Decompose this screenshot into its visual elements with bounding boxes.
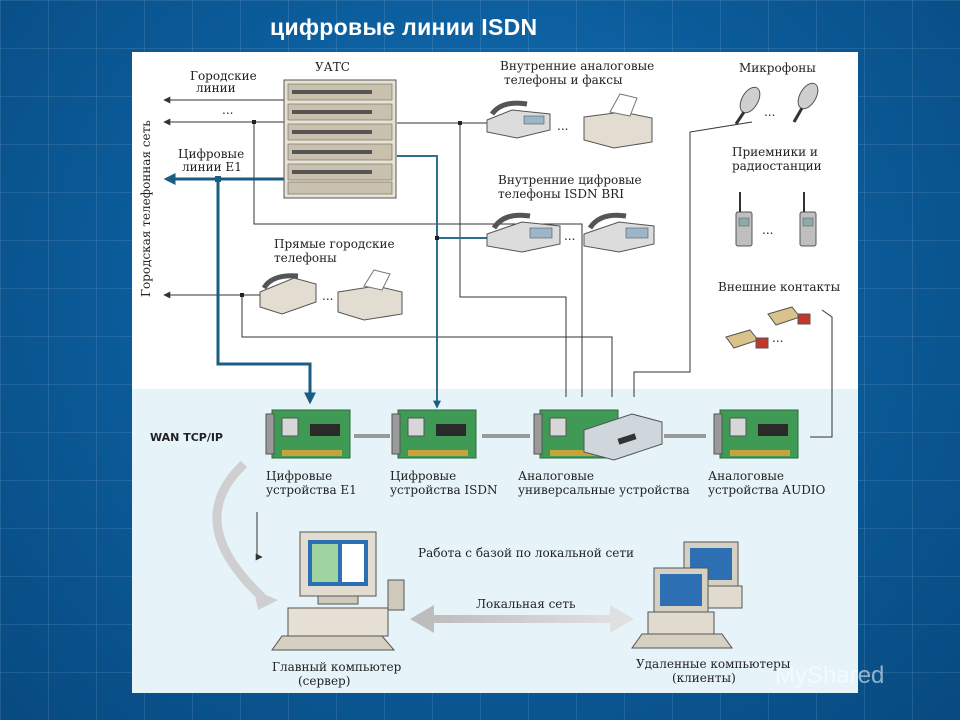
- fax-machine: [583, 93, 653, 149]
- ellipsis-city: ...: [222, 103, 233, 117]
- board-e1: [265, 409, 351, 459]
- main-computer: [271, 531, 405, 651]
- int-digital-label-1: Внутренние цифровые: [498, 173, 642, 187]
- remote-pc-label-2: (клиенты): [672, 671, 736, 685]
- direct-fax: [337, 269, 403, 321]
- wan-arrow-head: [254, 590, 278, 610]
- remote-computer-front: [631, 567, 733, 649]
- contact-icon-2: [767, 306, 811, 326]
- watermark: MyShared: [775, 662, 885, 689]
- ellipsis-isdn: ...: [564, 229, 575, 243]
- city-lines-label-1: Городские: [190, 69, 257, 83]
- ellipsis-direct: ...: [322, 289, 333, 303]
- ellipsis-analog: ...: [557, 119, 568, 133]
- direct-phone: [259, 273, 317, 315]
- microphone-icon-2: [792, 82, 819, 123]
- dev-e1-label-1: Цифровые: [266, 469, 332, 483]
- pbx-unit: [283, 79, 397, 199]
- wan-label: WAN TCP/IP: [150, 431, 223, 444]
- board-audio: [713, 409, 799, 459]
- connection-lines: [163, 96, 833, 561]
- main-pc-label-2: (сервер): [298, 674, 350, 688]
- direct-label-2: телефоны: [274, 251, 337, 265]
- receivers-label-1: Приемники и: [732, 145, 818, 159]
- digital-e1-label-2: линии Е1: [182, 160, 242, 174]
- city-lines-label-2: линии: [196, 81, 236, 95]
- board-isdn: [391, 409, 477, 459]
- ellipsis-contacts: ...: [772, 331, 783, 345]
- microphones-label: Микрофоны: [739, 61, 816, 75]
- analog-phone: [486, 100, 551, 139]
- radio-icon-2: [799, 192, 817, 247]
- ext-contacts-label: Внешние контакты: [718, 280, 841, 294]
- lan-arrow: [410, 605, 634, 633]
- analog-expansion-box: [583, 413, 663, 461]
- slide-title: цифровые линии ISDN: [270, 14, 538, 40]
- int-digital-label-2: телефоны ISDN BRI: [498, 187, 624, 201]
- digital-e1-label-1: Цифровые: [178, 147, 244, 161]
- isdn-bri-line: [433, 237, 487, 409]
- junction-dot: [215, 176, 221, 182]
- ellipsis-mic: ...: [764, 105, 775, 119]
- dev-analog-label-1: Аналоговые: [518, 469, 594, 483]
- city-network-label: Городская телефонная сеть: [139, 120, 153, 297]
- contact-icon: [725, 329, 769, 349]
- e1-lines: [163, 173, 316, 405]
- isdn-phone-2: [583, 212, 655, 253]
- receivers-label-2: радиостанции: [732, 159, 822, 173]
- junction-dots: [240, 120, 462, 297]
- isdn-pbx-line: [397, 155, 438, 238]
- isdn-phone: [486, 212, 561, 253]
- network-diagram: Городская телефонная сеть: [139, 59, 841, 688]
- pbx-label: УАТС: [315, 60, 350, 74]
- microphone-icon: [734, 86, 761, 125]
- direct-label-1: Прямые городские: [274, 237, 395, 251]
- remote-pc-label-1: Удаленные компьютеры: [636, 657, 791, 671]
- int-analog-label-2: телефоны и факсы: [504, 73, 623, 87]
- wan-arrow: [212, 460, 266, 601]
- dev-e1-label-2: устройства Е1: [266, 483, 357, 497]
- dev-isdn-label-1: Цифровые: [390, 469, 456, 483]
- dev-audio-label-1: Аналоговые: [708, 469, 784, 483]
- ellipsis-radio: ...: [762, 223, 773, 237]
- dev-analog-label-2: универсальные устройства: [518, 483, 690, 497]
- int-analog-label-1: Внутренние аналоговые: [500, 59, 654, 73]
- dev-audio-label-2: устройства AUDIO: [708, 483, 826, 497]
- dev-isdn-label-2: устройства ISDN: [390, 483, 498, 497]
- main-pc-label-1: Главный компьютер: [272, 660, 402, 674]
- db-lan-label: Работа с базой по локальной сети: [418, 546, 634, 560]
- radio-icon: [735, 192, 753, 247]
- lan-label: Локальная сеть: [476, 597, 576, 611]
